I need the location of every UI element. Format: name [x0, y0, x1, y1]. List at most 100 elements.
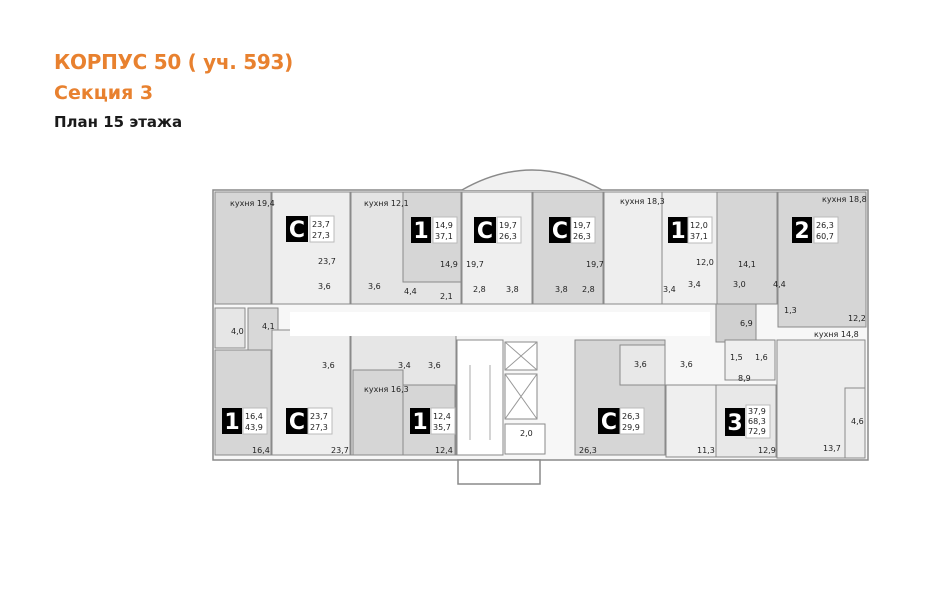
svg-text:кухня 12,1: кухня 12,1 — [364, 199, 409, 208]
svg-text:23,7: 23,7 — [310, 412, 328, 421]
svg-text:8,9: 8,9 — [738, 374, 751, 383]
svg-text:23,7: 23,7 — [312, 220, 330, 229]
svg-text:3,6: 3,6 — [680, 360, 693, 369]
svg-text:16,4: 16,4 — [245, 412, 263, 421]
svg-text:2,8: 2,8 — [473, 285, 486, 294]
apartment-a7[interactable] — [715, 191, 867, 343]
svg-text:1,5: 1,5 — [730, 353, 743, 362]
svg-text:26,3: 26,3 — [499, 232, 517, 241]
svg-text:27,3: 27,3 — [310, 423, 328, 432]
svg-text:2,0: 2,0 — [520, 429, 533, 438]
svg-text:72,9: 72,9 — [748, 427, 766, 436]
svg-text:27,3: 27,3 — [312, 231, 330, 240]
badge-b8[interactable]: С 23,7 27,3 — [286, 407, 333, 435]
svg-text:60,7: 60,7 — [816, 232, 834, 241]
svg-text:3,6: 3,6 — [428, 361, 441, 370]
svg-text:3,4: 3,4 — [688, 280, 701, 289]
svg-text:26,3: 26,3 — [573, 232, 591, 241]
badge-b4[interactable]: С 19,7 26,3 — [549, 216, 596, 244]
svg-text:37,1: 37,1 — [435, 232, 453, 241]
svg-text:3,6: 3,6 — [322, 361, 335, 370]
svg-text:68,3: 68,3 — [748, 417, 766, 426]
svg-text:13,7: 13,7 — [823, 444, 841, 453]
svg-text:19,7: 19,7 — [573, 221, 591, 230]
section-title: Секция 3 — [54, 82, 154, 104]
svg-text:37,1: 37,1 — [690, 232, 708, 241]
svg-text:3,4: 3,4 — [398, 361, 411, 370]
badge-b2[interactable]: 1 14,9 37,1 — [411, 216, 458, 244]
svg-text:43,9: 43,9 — [245, 423, 263, 432]
badge-b10[interactable]: С 26,3 29,9 — [598, 407, 645, 435]
svg-text:19,7: 19,7 — [499, 221, 517, 230]
svg-text:3: 3 — [727, 411, 742, 436]
svg-text:37,9: 37,9 — [748, 407, 766, 416]
svg-text:2,1: 2,1 — [440, 292, 453, 301]
badge-b7[interactable]: 1 16,4 43,9 — [222, 407, 268, 435]
svg-text:35,7: 35,7 — [433, 423, 451, 432]
svg-text:26,3: 26,3 — [622, 412, 640, 421]
apartment-a2[interactable] — [271, 191, 351, 305]
svg-text:кухня 19,4: кухня 19,4 — [230, 199, 275, 208]
svg-text:3,0: 3,0 — [733, 280, 746, 289]
svg-text:1: 1 — [412, 410, 427, 435]
apartment-a3[interactable] — [350, 191, 462, 305]
apartment-a4[interactable] — [461, 191, 533, 305]
apartment-a8[interactable] — [271, 329, 351, 456]
svg-text:С: С — [289, 218, 305, 243]
stairwell — [456, 339, 504, 456]
badge-b11[interactable]: 3 37,9 68,3 72,9 — [725, 404, 771, 439]
corridor — [290, 312, 710, 336]
svg-text:С: С — [477, 219, 493, 244]
apartment-a5[interactable] — [532, 191, 604, 305]
svg-text:3,8: 3,8 — [506, 285, 519, 294]
svg-text:6,9: 6,9 — [740, 319, 753, 328]
svg-text:4,6: 4,6 — [851, 417, 864, 426]
svg-text:кухня 14,8: кухня 14,8 — [814, 330, 859, 339]
svg-text:1,6: 1,6 — [755, 353, 768, 362]
svg-text:1: 1 — [224, 410, 239, 435]
svg-text:4,1: 4,1 — [262, 322, 275, 331]
badge-b9[interactable]: 1 12,4 35,7 — [410, 407, 456, 435]
elevators — [504, 341, 546, 455]
svg-text:12,0: 12,0 — [696, 258, 714, 267]
svg-text:12,4: 12,4 — [435, 446, 453, 455]
badge-b1[interactable]: С 23,7 27,3 — [286, 215, 335, 243]
svg-text:С: С — [552, 219, 568, 244]
svg-text:С: С — [289, 410, 305, 435]
svg-text:кухня 18,3: кухня 18,3 — [620, 197, 665, 206]
svg-text:4,4: 4,4 — [404, 287, 417, 296]
badge-b6[interactable]: 2 26,3 60,7 — [792, 216, 839, 244]
svg-text:3,6: 3,6 — [318, 282, 331, 291]
svg-text:3,6: 3,6 — [368, 282, 381, 291]
svg-text:1: 1 — [413, 219, 428, 244]
svg-text:11,3: 11,3 — [697, 446, 715, 455]
room-labels: кухня 19,4 кухня 12,1 кухня 18,3 кухня 1… — [230, 195, 867, 455]
svg-text:26,3: 26,3 — [579, 446, 597, 455]
svg-text:29,9: 29,9 — [622, 423, 640, 432]
svg-text:2: 2 — [794, 219, 809, 244]
svg-text:С: С — [601, 410, 617, 435]
svg-text:12,0: 12,0 — [690, 221, 708, 230]
apartment-a10[interactable] — [574, 339, 666, 456]
badge-b5[interactable]: 1 12,0 37,1 — [668, 216, 713, 244]
svg-text:14,9: 14,9 — [440, 260, 458, 269]
svg-text:4,4: 4,4 — [773, 280, 786, 289]
svg-text:4,0: 4,0 — [231, 327, 244, 336]
svg-text:кухня 18,8: кухня 18,8 — [822, 195, 867, 204]
svg-text:кухня 16,3: кухня 16,3 — [364, 385, 409, 394]
floor-plan-title: План 15 этажа — [54, 113, 183, 131]
svg-text:14,9: 14,9 — [435, 221, 453, 230]
svg-text:1,3: 1,3 — [784, 306, 797, 315]
svg-text:14,1: 14,1 — [738, 260, 756, 269]
svg-text:23,7: 23,7 — [331, 446, 349, 455]
svg-text:16,4: 16,4 — [252, 446, 270, 455]
svg-text:12,2: 12,2 — [848, 314, 866, 323]
badge-b3[interactable]: С 19,7 26,3 — [474, 216, 522, 244]
svg-text:3,8: 3,8 — [555, 285, 568, 294]
svg-text:3,6: 3,6 — [634, 360, 647, 369]
svg-text:2,8: 2,8 — [582, 285, 595, 294]
svg-text:26,3: 26,3 — [816, 221, 834, 230]
svg-text:12,4: 12,4 — [433, 412, 451, 421]
building-title: КОРПУС 50 ( уч. 593) — [54, 50, 293, 74]
